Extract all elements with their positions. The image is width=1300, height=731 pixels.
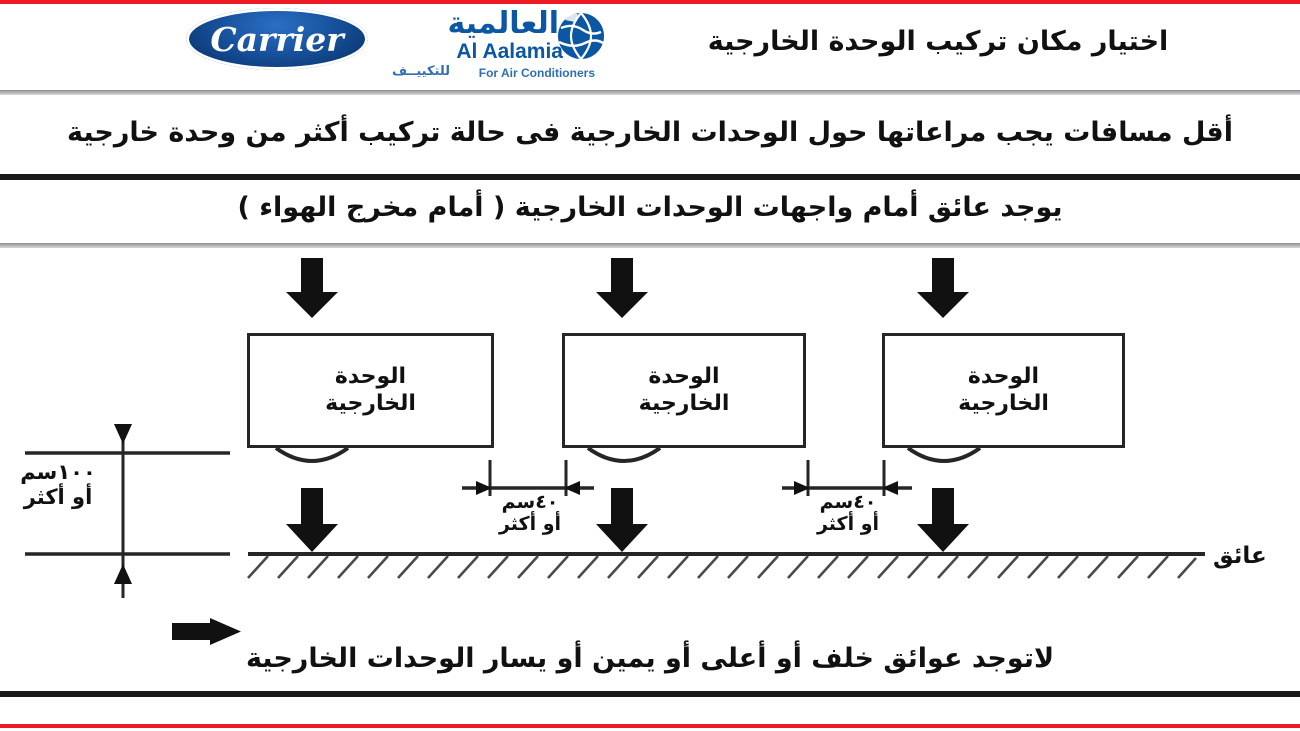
carrier-oval-shape: [186, 8, 368, 70]
top-down-arrow-3: [917, 258, 969, 318]
outdoor-unit-box-2: الوحدة الخارجية: [562, 333, 806, 448]
separator-grey-mid: [0, 243, 1300, 248]
top-down-arrow-1: [286, 258, 338, 318]
diagram-vector-layer: [25, 258, 1205, 645]
globe-icon: [551, 8, 607, 66]
unit-vent-curve-2: [586, 446, 662, 463]
height-dimension-leader-lines: [25, 451, 230, 556]
page-title: اختيار مكان تركيب الوحدة الخارجية: [707, 26, 1169, 57]
al-aalamia-latin-wordmark: Al Aalamia: [456, 40, 563, 63]
separator-grey-top: [0, 90, 1300, 95]
separator-dark-upper: [0, 174, 1300, 180]
unit-label-line2: الخارجية: [638, 390, 730, 416]
unit-label-line2: الخارجية: [958, 390, 1049, 416]
clearance-diagram: الوحدة الخارجية الوحدة الخارجية الوحدة ا…: [0, 248, 1300, 688]
unit-label-line1: الوحدة: [648, 363, 720, 389]
outdoor-unit-box-3: الوحدة الخارجية: [882, 333, 1125, 448]
height-dimension-label: ١٠٠سم أو أكثر: [6, 460, 110, 510]
unit-label-line1: الوحدة: [334, 363, 407, 389]
height-dimension-qualifier: أو أكثر: [23, 484, 93, 509]
gap-dimension-1: [462, 460, 594, 496]
outdoor-unit-box-1: الوحدة الخارجية: [247, 333, 494, 448]
al-aalamia-tagline-ar: للتكييــف: [392, 64, 451, 79]
gap-dimension-qualifier-1: أو أكثر: [498, 513, 562, 536]
obstacle-label: عائق: [1213, 543, 1267, 569]
al-aalamia-tagline-en: For Air Conditioners: [478, 66, 595, 80]
carrier-logo: Carrier: [186, 8, 368, 70]
top-red-rule: [0, 0, 1300, 4]
al-aalamia-arabic-wordmark: العالمية: [447, 6, 559, 41]
unit-label-line1: الوحدة: [967, 363, 1040, 389]
condition-text: يوجد عائق أمام واجهات الوحدات الخارجية (…: [237, 192, 1063, 223]
al-aalamia-logo: العالمية Al Aalamia For Air Conditioners…: [386, 4, 604, 88]
subtitle-text: أقل مسافات يجب مراعاتها حول الوحدات الخا…: [66, 117, 1233, 148]
gap-dimension-value-1: ٤٠سم: [501, 491, 559, 513]
left-side-arrow: [172, 618, 241, 645]
gap-dimension-qualifier-2: أو أكثر: [816, 513, 880, 536]
bottom-red-rule: [0, 724, 1300, 728]
bottom-down-arrow-2: [596, 488, 648, 552]
gap-dimension-label-1: ٤٠سم أو أكثر: [478, 491, 582, 536]
gap-dimension-label-2: ٤٠سم أو أكثر: [796, 491, 900, 536]
footer-note: لاتوجد عوائق خلف أو أعلى أو يمين أو يسار…: [245, 643, 1055, 674]
gap-dimension-2: [782, 460, 912, 496]
carrier-wordmark: Carrier: [210, 19, 344, 59]
separator-dark-lower: [0, 691, 1300, 697]
bottom-down-arrow-1: [286, 488, 338, 552]
height-dimension-arrow: [114, 424, 132, 598]
bottom-down-arrow-3: [917, 488, 969, 552]
unit-label-line2: الخارجية: [325, 390, 416, 416]
unit-vent-curve-1: [274, 446, 350, 463]
unit-vent-curve-3: [906, 446, 982, 463]
height-dimension-value: ١٠٠سم: [20, 460, 96, 484]
top-down-arrow-2: [596, 258, 648, 318]
ground-hatching: [247, 555, 1197, 579]
gap-dimension-value-2: ٤٠سم: [819, 491, 877, 513]
